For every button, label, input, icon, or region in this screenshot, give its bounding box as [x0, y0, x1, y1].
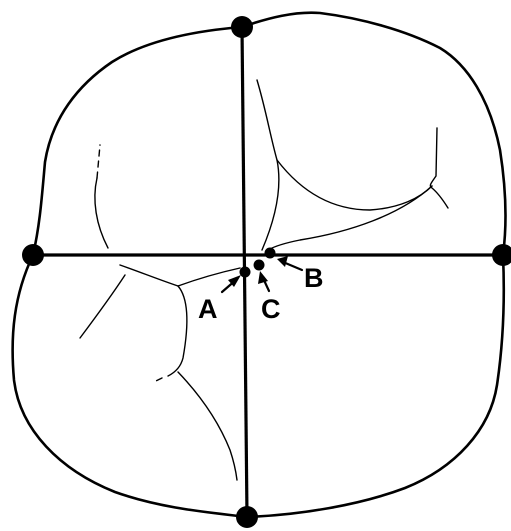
point-a-dot	[239, 266, 251, 278]
distal-arc-groove	[267, 185, 433, 251]
label-a: A	[198, 294, 218, 324]
upper-left-groove	[94, 177, 109, 249]
bottom-landmark-dot	[236, 506, 258, 528]
arrow-to-c	[258, 271, 271, 293]
crown-outline	[11, 11, 507, 519]
mesial-marginal-groove	[256, 79, 280, 251]
point-c-dot	[253, 259, 265, 271]
arrow-to-b	[277, 256, 304, 272]
label-c: C	[261, 294, 281, 324]
top-landmark-dot	[231, 16, 253, 38]
central-connector-groove	[177, 267, 241, 287]
upper-left-groove-dashed	[96, 144, 101, 179]
lower-left-groove	[119, 264, 179, 287]
lower-left-groove-dashed	[153, 377, 163, 383]
groove-lines	[79, 79, 449, 481]
lower-oblique-groove	[177, 371, 238, 481]
point-b-dot	[264, 247, 276, 259]
arrow-to-a	[220, 275, 241, 294]
label-b: B	[304, 263, 324, 293]
left-landmark-dot	[22, 244, 44, 266]
lingual-groove	[79, 274, 126, 339]
upper-right-triangular-groove	[429, 127, 449, 209]
central-fossa-groove	[167, 285, 188, 377]
right-landmark-dot	[492, 244, 511, 266]
